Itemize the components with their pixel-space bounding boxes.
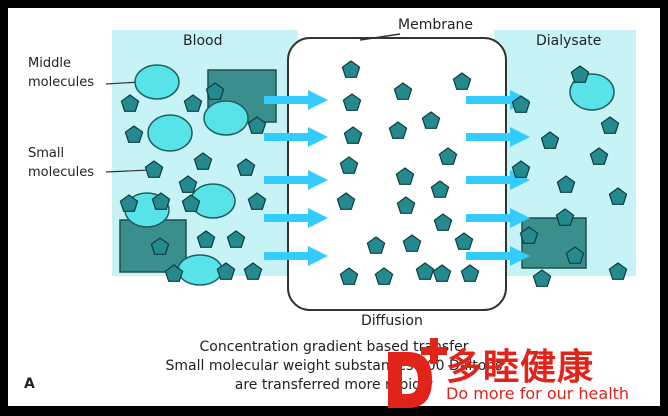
small-molecule-pentagon (226, 230, 246, 248)
small-molecule-pentagon (196, 230, 216, 248)
small-molecule-pentagon (178, 175, 198, 193)
small-molecule-pentagon (519, 226, 539, 244)
middle-molecule-circle (569, 73, 615, 111)
small-molecule-pentagon (555, 208, 575, 226)
small-molecule-pentagon (119, 194, 139, 212)
small-molecule-pentagon (193, 152, 213, 170)
diffusion-arrow (264, 170, 328, 190)
small-molecule-pentagon (600, 116, 620, 134)
diffusion-arrow (466, 208, 530, 228)
small-molecule-pentagon (395, 167, 415, 185)
small-molecule-pentagon (236, 158, 256, 176)
small-molecule-pentagon (415, 262, 435, 280)
middle-molecules-label-line1: Middle (28, 56, 71, 71)
small-molecule-pentagon (183, 94, 203, 112)
small-molecule-pentagon (460, 264, 480, 282)
small-molecule-pentagon (343, 126, 363, 144)
small-molecules-label-line2: molecules (28, 165, 94, 180)
small-molecule-pentagon (374, 267, 394, 285)
small-molecule-pentagon (247, 116, 267, 134)
small-molecule-pentagon (339, 267, 359, 285)
small-molecule-pentagon (438, 147, 458, 165)
small-molecule-pentagon (151, 192, 171, 210)
small-molecule-pentagon (243, 262, 263, 280)
small-molecule-pentagon (205, 82, 225, 100)
small-molecule-pentagon (341, 60, 361, 78)
small-molecule-pentagon (247, 192, 267, 210)
small-molecule-pentagon (432, 264, 452, 282)
small-molecule-pentagon (124, 125, 144, 143)
watermark-brand-cn: 多睦健康 (446, 347, 595, 388)
middle-molecule-circle (147, 114, 193, 152)
diffusion-arrow (466, 127, 530, 147)
caption-line-1: Concentration gradient based transfer (199, 339, 469, 355)
small-molecule-pentagon (366, 236, 386, 254)
panel-letter: A (24, 376, 35, 392)
dialysate-label: Dialysate (536, 33, 602, 49)
small-molecule-pentagon (452, 72, 472, 90)
small-molecule-pentagon (608, 262, 628, 280)
small-molecule-pentagon (402, 234, 422, 252)
small-molecule-pentagon (421, 111, 441, 129)
small-molecule-pentagon (336, 192, 356, 210)
small-molecule-pentagon (532, 269, 552, 287)
small-molecule-pentagon (388, 121, 408, 139)
small-molecule-pentagon (433, 213, 453, 231)
small-molecule-pentagon (393, 82, 413, 100)
diffusion-arrow (264, 208, 328, 228)
small-molecule-pentagon (181, 194, 201, 212)
small-molecules-leader (105, 169, 151, 173)
small-molecule-pentagon (511, 95, 531, 113)
diffusion-arrow (264, 246, 328, 266)
diffusion-arrow (466, 246, 530, 266)
blood-label: Blood (183, 33, 223, 49)
small-molecule-pentagon (339, 156, 359, 174)
membrane-pointer-line (359, 33, 401, 41)
caption-line-3: are transferred more rapidly (234, 377, 434, 393)
small-molecule-pentagon (565, 246, 585, 264)
middle-molecule-circle (134, 64, 180, 100)
middle-molecules-label-line2: molecules (28, 75, 94, 90)
small-molecule-pentagon (342, 93, 362, 111)
small-molecule-pentagon (164, 264, 184, 282)
small-molecule-pentagon (511, 160, 531, 178)
diffusion-arrow (264, 90, 328, 110)
small-molecule-pentagon (396, 196, 416, 214)
small-molecule-pentagon (589, 147, 609, 165)
diffusion-arrow (264, 127, 328, 147)
small-molecule-pentagon (150, 237, 170, 255)
small-molecule-pentagon (216, 262, 236, 280)
small-molecule-pentagon (144, 160, 164, 178)
middle-molecule-circle (203, 100, 249, 136)
diffusion-label: Diffusion (361, 313, 423, 329)
small-molecule-pentagon (570, 65, 590, 83)
watermark-d-plus-mark (388, 338, 447, 408)
diffusion-arrow (466, 170, 530, 190)
small-molecule-pentagon (540, 131, 560, 149)
small-molecule-pentagon (454, 232, 474, 250)
small-molecule-pentagon (430, 180, 450, 198)
small-molecules-label-line1: Small (28, 146, 65, 161)
small-molecule-pentagon (608, 187, 628, 205)
watermark-logo: 多睦健康 Do more for our health (386, 336, 662, 410)
watermark-brand-en: Do more for our health (446, 384, 630, 403)
middle-molecule-circle (177, 254, 223, 286)
small-molecule-pentagon (120, 94, 140, 112)
membrane-label: Membrane (398, 17, 474, 33)
small-molecule-pentagon (556, 175, 576, 193)
